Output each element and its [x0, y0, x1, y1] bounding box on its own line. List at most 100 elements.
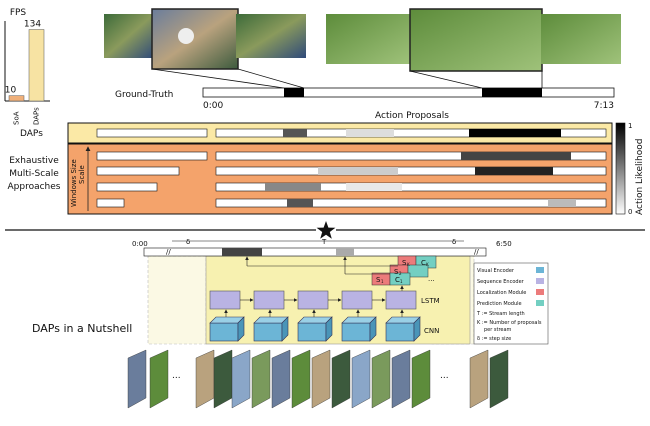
star-icon	[316, 221, 336, 239]
likelihood-label: Action Likelihood	[635, 139, 645, 215]
input-video-frame	[351, 349, 371, 409]
timeline-start: 0:00	[203, 101, 223, 111]
fps-value-label: 134	[24, 20, 41, 30]
lstm-cell	[297, 290, 329, 310]
input-video-frame	[149, 349, 169, 409]
legend-swatch-prediction	[536, 300, 544, 306]
proposal-segment	[346, 129, 394, 137]
proposal-segment	[96, 182, 158, 192]
cnn-block	[253, 316, 289, 342]
proposal-segment	[265, 183, 321, 191]
video-frame-2	[151, 8, 239, 70]
proposal-segment	[215, 182, 607, 192]
module-legend: Visual Encoder Sequence Encoder Localiza…	[473, 262, 549, 345]
proposal-label: K	[426, 262, 429, 267]
legend-localization-module: Localization Module	[477, 290, 526, 296]
cnn-block	[385, 316, 421, 342]
legend-swatch-localization	[536, 289, 544, 295]
video-frame-5	[409, 8, 543, 72]
video-frame-4	[326, 14, 411, 64]
action-proposals-title: Action Proposals	[375, 111, 449, 121]
stream-segment	[336, 248, 354, 256]
lstm-cell	[385, 290, 417, 310]
input-video-frame	[391, 349, 411, 409]
proposal-label: 2	[399, 271, 402, 276]
proposal-label: 1	[381, 279, 384, 284]
legend-swatch-sequence	[536, 278, 544, 284]
proposal-label: K	[407, 262, 410, 267]
proposal-segment	[215, 166, 607, 176]
ground-truth-segment	[482, 88, 542, 97]
video-frame-6	[541, 14, 621, 64]
lstm-cell	[209, 290, 241, 310]
input-video-frame	[469, 349, 489, 409]
lstm-label: LSTM	[421, 297, 440, 305]
nutshell-diagram: DAPs in a Nutshell 0:00 6:50 // // δ T δ…	[32, 238, 549, 409]
lstm-cell	[253, 290, 285, 310]
zoom-line	[237, 68, 305, 89]
legend-T-definition: T := Stream length	[476, 311, 525, 317]
likelihood-max: 1	[628, 122, 632, 130]
likelihood-min: 0	[628, 208, 632, 216]
delta-label-left: δ	[186, 238, 190, 246]
input-video-frame	[271, 349, 291, 409]
proposal-segment	[461, 152, 571, 160]
windows-size-label: Windows Size	[70, 159, 78, 207]
input-video-frame	[231, 349, 251, 409]
separator	[5, 221, 645, 239]
fps-category-label: SoA	[13, 111, 21, 125]
daps-row-label: DAPs	[20, 129, 43, 139]
cnn-row: CNN	[209, 309, 439, 342]
stream-start: 0:00	[132, 240, 148, 248]
proposal-segment	[318, 167, 398, 175]
proposal-segment	[96, 198, 125, 208]
proposal-segment	[283, 129, 307, 137]
legend-swatch-visual	[536, 267, 544, 273]
exhaustive-label-line-1: Exhaustive	[9, 156, 59, 166]
timeline-end: 7:13	[594, 101, 614, 111]
cnn-block	[297, 316, 333, 342]
cnn-block	[341, 316, 377, 342]
frames-ellipsis-left: ...	[172, 371, 181, 381]
exhaustive-label-line-3: Approaches	[8, 182, 61, 192]
legend-visual-encoder: Visual Encoder	[477, 268, 515, 274]
proposal-segment	[548, 199, 576, 207]
input-video-frame	[291, 349, 311, 409]
action-proposals-panel: Action Proposals DAPs Exhaustive Multi-S…	[8, 111, 646, 216]
ground-truth-timeline: Ground-Truth 0:00 7:13	[115, 87, 615, 111]
exhaustive-label-line-2: Multi-Scale	[9, 169, 59, 179]
fps-bar-soa	[8, 95, 25, 102]
cnn-block	[209, 316, 245, 342]
legend-K-definition-cont: per stream	[484, 327, 512, 333]
input-video-frame	[411, 349, 431, 409]
cnn-label: CNN	[424, 327, 439, 335]
stream-bar	[143, 247, 487, 257]
proposal-label: 1	[400, 279, 403, 284]
input-frame-strip	[127, 349, 509, 409]
step-region	[147, 255, 207, 345]
proposal-segment	[215, 151, 607, 161]
input-video-frame	[311, 349, 331, 409]
ground-truth-video-thumbnails	[104, 8, 621, 89]
proposal-boxes: S K C K S 2 S 1 C 1 ...	[245, 255, 437, 293]
video-frame-1	[104, 14, 154, 58]
proposal-segment	[96, 128, 208, 138]
frames-ellipsis-right: ...	[440, 371, 449, 381]
video-frame-ball	[178, 28, 194, 44]
fps-bar-daps	[28, 29, 45, 102]
lstm-row: LSTM	[209, 290, 440, 310]
proposal-label: C	[395, 276, 400, 284]
stream-end: 6:50	[496, 240, 512, 248]
legend-box	[473, 262, 549, 345]
proposal-segment	[215, 198, 607, 208]
T-label: T	[321, 238, 327, 246]
fps-value-label: 10	[5, 86, 17, 96]
input-video-frame	[213, 349, 233, 409]
input-video-frame	[489, 349, 509, 409]
proposal-segment	[287, 199, 313, 207]
input-video-frame	[127, 349, 147, 409]
proposal-segment	[475, 167, 553, 175]
proposal-segment	[469, 129, 561, 137]
legend-K-definition: K := Number of proposals	[477, 320, 542, 326]
